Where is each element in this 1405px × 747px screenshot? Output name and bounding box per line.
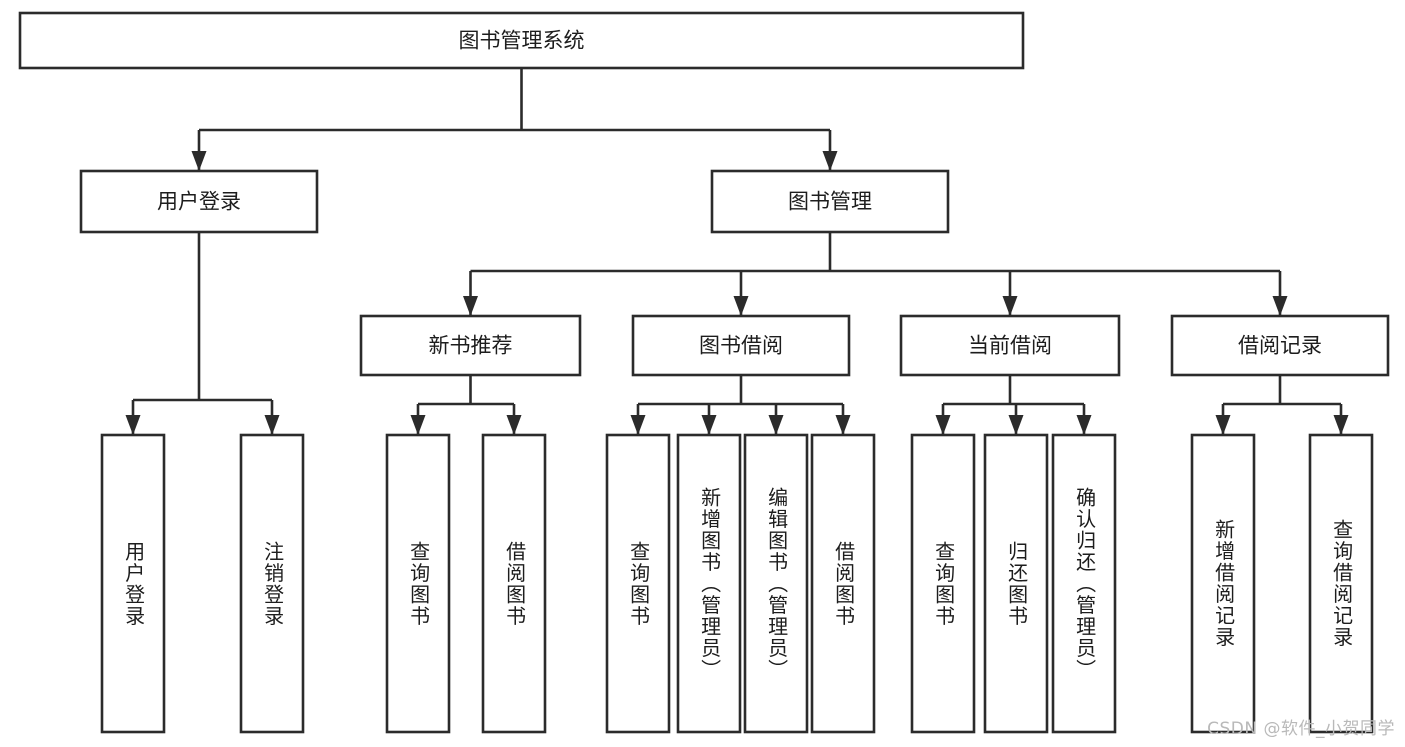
node-box-leaf-add-record[interactable] [1190,433,1256,734]
node-box-leaf-user-login[interactable] [100,433,166,734]
node-box-leaf-borrow-book-1[interactable] [481,433,547,734]
node-box-leaf-confirm-return[interactable] [1051,433,1117,734]
node-box-root[interactable] [18,11,1025,70]
current-borrow-arrow-0 [935,415,951,435]
book-borrow-arrow-0 [630,415,646,435]
node-box-book-manage[interactable] [710,169,950,234]
node-box-leaf-return-book[interactable] [983,433,1049,734]
node-box-leaf-user-logout[interactable] [239,433,305,734]
node-box-leaf-query-record[interactable] [1308,433,1374,734]
book-borrow-arrow-2 [768,415,784,435]
current-borrow-arrow-2 [1076,415,1092,435]
book-borrow-arrow-3 [835,415,851,435]
node-box-borrow-record[interactable] [1170,314,1390,377]
user-login-arrow-1 [264,415,280,435]
node-label-new-book-recommend: 新书推荐 [429,334,513,358]
node-box-current-borrow[interactable] [899,314,1121,377]
watermark-text: CSDN @软件_小贺同学 [1207,719,1395,739]
node-box-leaf-add-book[interactable] [676,433,742,734]
root-arrow-1 [822,151,838,171]
node-box-leaf-query-book-2[interactable] [605,433,671,734]
book-borrow-arrow-1 [701,415,717,435]
book-manage-arrow-1 [733,296,749,316]
borrow-record-arrow-0 [1215,415,1231,435]
new-book-recommend-arrow-1 [506,415,522,435]
node-box-leaf-query-book-1[interactable] [385,433,451,734]
root-arrow-0 [191,151,207,171]
node-label-book-manage: 图书管理 [788,190,872,214]
node-label-user-login: 用户登录 [157,190,241,214]
node-box-book-borrow[interactable] [631,314,851,377]
book-manage-arrow-3 [1272,296,1288,316]
node-box-leaf-borrow-book-2[interactable] [810,433,876,734]
node-box-new-book-recommend[interactable] [359,314,582,377]
node-box-leaf-edit-book[interactable] [743,433,809,734]
node-box-user-login[interactable] [79,169,319,234]
book-manage-arrow-2 [1002,296,1018,316]
current-borrow-arrow-1 [1008,415,1024,435]
node-label-borrow-record: 借阅记录 [1238,334,1322,358]
new-book-recommend-arrow-0 [410,415,426,435]
node-label-current-borrow: 当前借阅 [968,334,1052,358]
user-login-arrow-0 [125,415,141,435]
connector-edges-layer [125,68,1349,435]
borrow-record-arrow-1 [1333,415,1349,435]
node-box-leaf-query-book-3[interactable] [910,433,976,734]
book-manage-arrow-0 [463,296,478,316]
node-label-book-borrow: 图书借阅 [699,334,783,358]
node-boxes-layer [18,11,1390,734]
node-label-root: 图书管理系统 [459,29,585,53]
